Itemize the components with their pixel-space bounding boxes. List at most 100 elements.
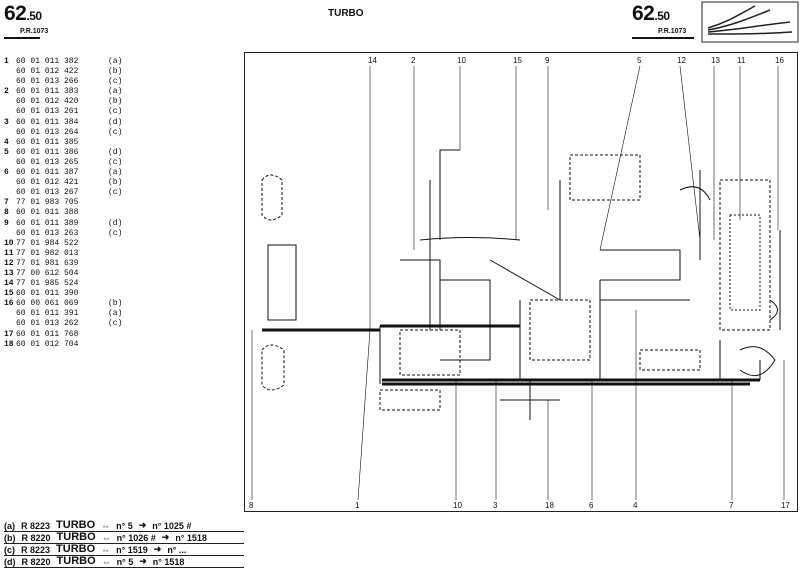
version-letter: (d): [4, 557, 16, 567]
part-code: 77 01 985 524: [16, 279, 79, 289]
part-version: (b): [108, 67, 123, 77]
part-number: 4: [4, 137, 9, 147]
divider: [4, 37, 40, 39]
callout-bottom: 10: [453, 501, 462, 510]
callout-top: 14: [368, 56, 377, 65]
model-code: R 8220: [21, 557, 51, 567]
part-number: 10: [4, 238, 14, 248]
part-code: 60 01 013 266: [16, 77, 79, 87]
part-row: 60 01 011 391 (a): [4, 309, 122, 319]
serial-to: n° 1025 #: [152, 521, 192, 531]
version-letter: (a): [4, 521, 15, 531]
part-code: 60 01 011 387: [16, 168, 79, 178]
chassis-icon: ⇔: [101, 533, 111, 543]
part-row: 4 60 01 011 385: [4, 138, 122, 148]
part-row: 60 01 013 267 (c): [4, 188, 122, 198]
callout-top: 15: [513, 56, 522, 65]
part-code: 60 01 011 386: [16, 147, 79, 157]
part-code: 77 01 981 639: [16, 258, 79, 268]
part-number: 13: [4, 268, 14, 278]
diagram-frame: [244, 52, 798, 512]
part-code: 60 01 011 384: [16, 117, 79, 127]
part-row: 7 77 01 983 705: [4, 198, 122, 208]
part-code: 60 01 012 704: [16, 339, 79, 349]
part-code: 77 01 982 013: [16, 248, 79, 258]
part-row: 60 01 012 421 (b): [4, 178, 122, 188]
part-code: 60 01 011 388: [16, 208, 79, 218]
callout-top: 16: [775, 56, 784, 65]
serial-to: n° 1518: [152, 557, 185, 567]
part-number: 11: [4, 248, 14, 258]
part-code: 60 01 013 267: [16, 188, 79, 198]
chassis-icon: ⇔: [101, 557, 111, 567]
part-row: 60 01 013 262(c): [4, 319, 122, 329]
callout-top: 2: [411, 56, 416, 65]
part-version: (c): [108, 188, 123, 198]
page-code-left: 62.50: [4, 2, 42, 25]
part-number: 17: [4, 329, 14, 339]
version-letter: (c): [4, 545, 15, 555]
arrow-icon: ➜: [138, 520, 147, 530]
part-version: (a): [108, 309, 123, 319]
callout-bottom: 1: [355, 501, 360, 510]
callout-bottom: 6: [589, 501, 594, 510]
serial-to: n° 1518: [175, 533, 207, 543]
part-version: (c): [108, 228, 123, 238]
part-row: 1 60 01 011 382 (a): [4, 57, 122, 67]
pr-ref-right: P.R.1073: [658, 28, 687, 35]
chassis-icon: ⇔: [101, 545, 111, 555]
part-code: 60 01 012 421: [16, 178, 79, 188]
model-code: R 8223: [21, 545, 51, 555]
part-code: 60 01 011 382: [16, 57, 79, 66]
part-code: 60 01 013 262: [16, 319, 79, 329]
part-version: (a): [108, 57, 123, 66]
model-name: TURBO: [56, 519, 96, 531]
part-code: 60 01 011 385: [16, 137, 79, 147]
part-version: (c): [108, 107, 123, 117]
page-title: TURBO: [328, 8, 364, 19]
part-number: 12: [4, 258, 14, 268]
part-row: 60 01 013 264 (c): [4, 128, 122, 138]
part-version: (b): [108, 178, 123, 188]
part-code: 60 00 061 069: [16, 299, 79, 309]
part-code: 77 01 983 705: [16, 198, 79, 208]
part-version: (c): [108, 127, 123, 137]
part-number: 1: [4, 57, 9, 66]
model-code: R 8223: [21, 521, 51, 531]
part-row: 60 01 012 420(b): [4, 97, 122, 107]
divider: [632, 37, 694, 39]
part-row: 60 01 012 422(b): [4, 67, 122, 77]
arrow-icon: ➜: [139, 556, 147, 566]
part-row: 60 01 013 261(c): [4, 107, 122, 117]
serial-to: n° ...: [167, 545, 187, 555]
part-code: 60 01 013 263: [16, 228, 79, 238]
part-code: 60 01 013 264: [16, 127, 79, 137]
part-number: 8: [4, 208, 9, 218]
callout-top: 10: [457, 56, 466, 65]
page-code-right: 62.50: [632, 2, 670, 25]
part-code: 60 01 013 265: [16, 157, 79, 167]
callout-top: 12: [677, 56, 686, 65]
part-number: 7: [4, 198, 9, 208]
part-code: 60 01 011 389: [16, 218, 79, 228]
model-code: R 8220: [21, 533, 51, 543]
pr-ref-left: P.R.1073: [20, 28, 49, 35]
model-name: TURBO: [56, 531, 96, 543]
serial-from: n° 1026 #: [116, 533, 156, 543]
part-number: 5: [4, 147, 9, 157]
arrow-icon: ➜: [161, 532, 170, 542]
part-code: 60 01 011 391: [16, 309, 79, 319]
